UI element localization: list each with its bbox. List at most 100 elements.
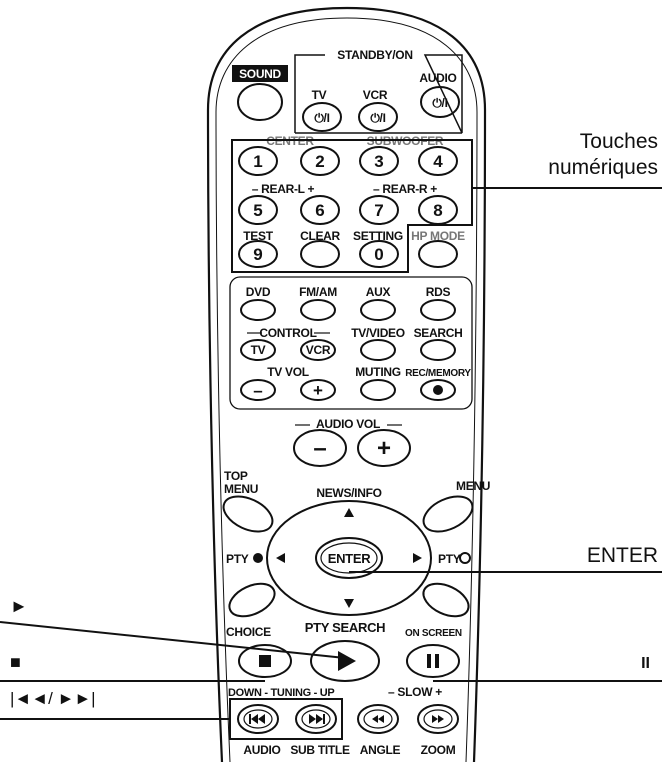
aux-button[interactable] xyxy=(360,299,396,321)
dvd-label: DVD xyxy=(246,285,271,299)
enter-button[interactable] xyxy=(315,537,383,579)
audio-vol-label: AUDIO VOL xyxy=(316,417,380,431)
sound-label: SOUND xyxy=(239,67,281,81)
source-group-box xyxy=(229,276,473,410)
remote-body-inner xyxy=(215,17,478,762)
left-arrow-icon[interactable] xyxy=(276,553,285,563)
key-9-label: 9 xyxy=(253,245,262,264)
skip-callout: |◄◄/ ►►| xyxy=(10,689,96,708)
setting-label: SETTING xyxy=(353,229,403,243)
key-5[interactable] xyxy=(238,195,278,225)
onscreen-side-button[interactable] xyxy=(418,577,473,623)
on-screen-label: ON SCREEN xyxy=(405,628,462,639)
audio-vol-down-button[interactable] xyxy=(293,429,347,467)
key-1[interactable] xyxy=(238,146,278,176)
rds-label: RDS xyxy=(426,285,451,299)
slow-label: – SLOW + xyxy=(388,685,442,699)
key-6[interactable] xyxy=(300,195,340,225)
menu-label: MENU xyxy=(456,479,490,493)
numeric-keys-frame xyxy=(231,139,473,273)
muting-label: MUTING xyxy=(355,365,401,379)
key-2[interactable] xyxy=(300,146,340,176)
tv-vol-up-label: + xyxy=(313,381,323,400)
control-vcr-label: VCR xyxy=(306,343,331,357)
tv-power-button[interactable] xyxy=(302,102,342,132)
sound-label-bg xyxy=(232,65,288,82)
slow-forward-icon xyxy=(432,715,444,723)
tv-vol-down-label: – xyxy=(253,381,262,400)
key-8-label: 8 xyxy=(433,201,442,220)
stop-button[interactable] xyxy=(238,644,292,678)
aux-label: AUX xyxy=(366,285,391,299)
key-4-label: 4 xyxy=(433,152,443,171)
right-arrow-icon[interactable] xyxy=(413,553,422,563)
clear-label: CLEAR xyxy=(300,229,340,243)
slow-back-button[interactable] xyxy=(357,704,399,734)
audio-power-button[interactable] xyxy=(420,86,460,118)
stop-callout: ■ xyxy=(10,652,21,672)
rds-button[interactable] xyxy=(420,299,456,321)
key-9[interactable] xyxy=(238,240,278,268)
rear-l-label: – REAR-L + xyxy=(252,182,315,196)
rec-memory-button[interactable] xyxy=(420,379,456,401)
skip-forward-icon xyxy=(309,714,325,724)
down-arrow-icon[interactable] xyxy=(344,599,354,608)
key-0-label: 0 xyxy=(374,245,383,264)
vcr-power-symbol: ⏻/I xyxy=(370,111,385,125)
key-6-label: 6 xyxy=(315,201,324,220)
pty-search-label: PTY SEARCH xyxy=(305,620,386,635)
up-arrow-icon[interactable] xyxy=(344,508,354,517)
pty-plus-button[interactable] xyxy=(459,552,471,564)
audio-vol-up-button[interactable] xyxy=(357,429,411,467)
key-5-label: 5 xyxy=(253,201,262,220)
key-8[interactable] xyxy=(418,195,458,225)
tv-power-symbol: ⏻/I xyxy=(314,111,329,125)
tuning-label: DOWN - TUNING - UP xyxy=(228,687,334,699)
control-tv-button[interactable] xyxy=(240,339,276,361)
tv-video-button[interactable] xyxy=(360,339,396,361)
key-3[interactable] xyxy=(359,146,399,176)
play-leader xyxy=(0,621,346,659)
slow-forward-button[interactable] xyxy=(417,704,459,734)
tv-vol-up-button[interactable] xyxy=(300,379,336,401)
menu-button[interactable] xyxy=(418,489,478,538)
skip-back-button[interactable] xyxy=(237,704,279,734)
muting-button[interactable] xyxy=(360,379,396,401)
fm-am-button[interactable] xyxy=(300,299,336,321)
vcr-power-button[interactable] xyxy=(358,102,398,132)
pty-minus-button[interactable] xyxy=(253,553,263,563)
pty-minus-label: PTY xyxy=(226,552,249,566)
angle-label: ANGLE xyxy=(360,743,401,757)
enter-button-label: ENTER xyxy=(328,551,371,566)
key-0[interactable] xyxy=(359,240,399,268)
skip-forward-button[interactable] xyxy=(295,704,337,734)
clear-button[interactable] xyxy=(300,240,340,268)
record-dot-icon xyxy=(433,385,443,395)
pause-button[interactable] xyxy=(406,644,460,678)
hp-mode-button[interactable] xyxy=(418,240,458,268)
tv-vol-down-button[interactable] xyxy=(240,379,276,401)
search-button[interactable] xyxy=(420,339,456,361)
rec-memory-label: REC/MEMORY xyxy=(405,368,471,379)
remote-body xyxy=(206,6,487,762)
hp-mode-label: HP MODE xyxy=(411,229,465,243)
pause-callout: II xyxy=(641,655,650,672)
search-label: SEARCH xyxy=(414,326,463,340)
sound-button[interactable] xyxy=(237,83,283,121)
dvd-button[interactable] xyxy=(240,299,276,321)
top-menu-label-1: TOP xyxy=(224,469,248,483)
key-4[interactable] xyxy=(418,146,458,176)
play-button[interactable] xyxy=(310,640,380,682)
top-menu-button[interactable] xyxy=(218,489,278,538)
key-7[interactable] xyxy=(359,195,399,225)
slow-back-icon xyxy=(372,715,384,723)
audio-power-symbol: ⏻/I xyxy=(432,96,447,110)
vcr-power-label: VCR xyxy=(363,88,388,102)
choice-side-button[interactable] xyxy=(224,577,279,623)
control-vcr-button[interactable] xyxy=(300,339,336,361)
audio-power-label: AUDIO xyxy=(419,71,456,85)
key-3-label: 3 xyxy=(374,152,383,171)
skip-keys-frame xyxy=(229,698,343,740)
stop-icon xyxy=(259,655,271,667)
skip-back-icon xyxy=(249,714,265,724)
